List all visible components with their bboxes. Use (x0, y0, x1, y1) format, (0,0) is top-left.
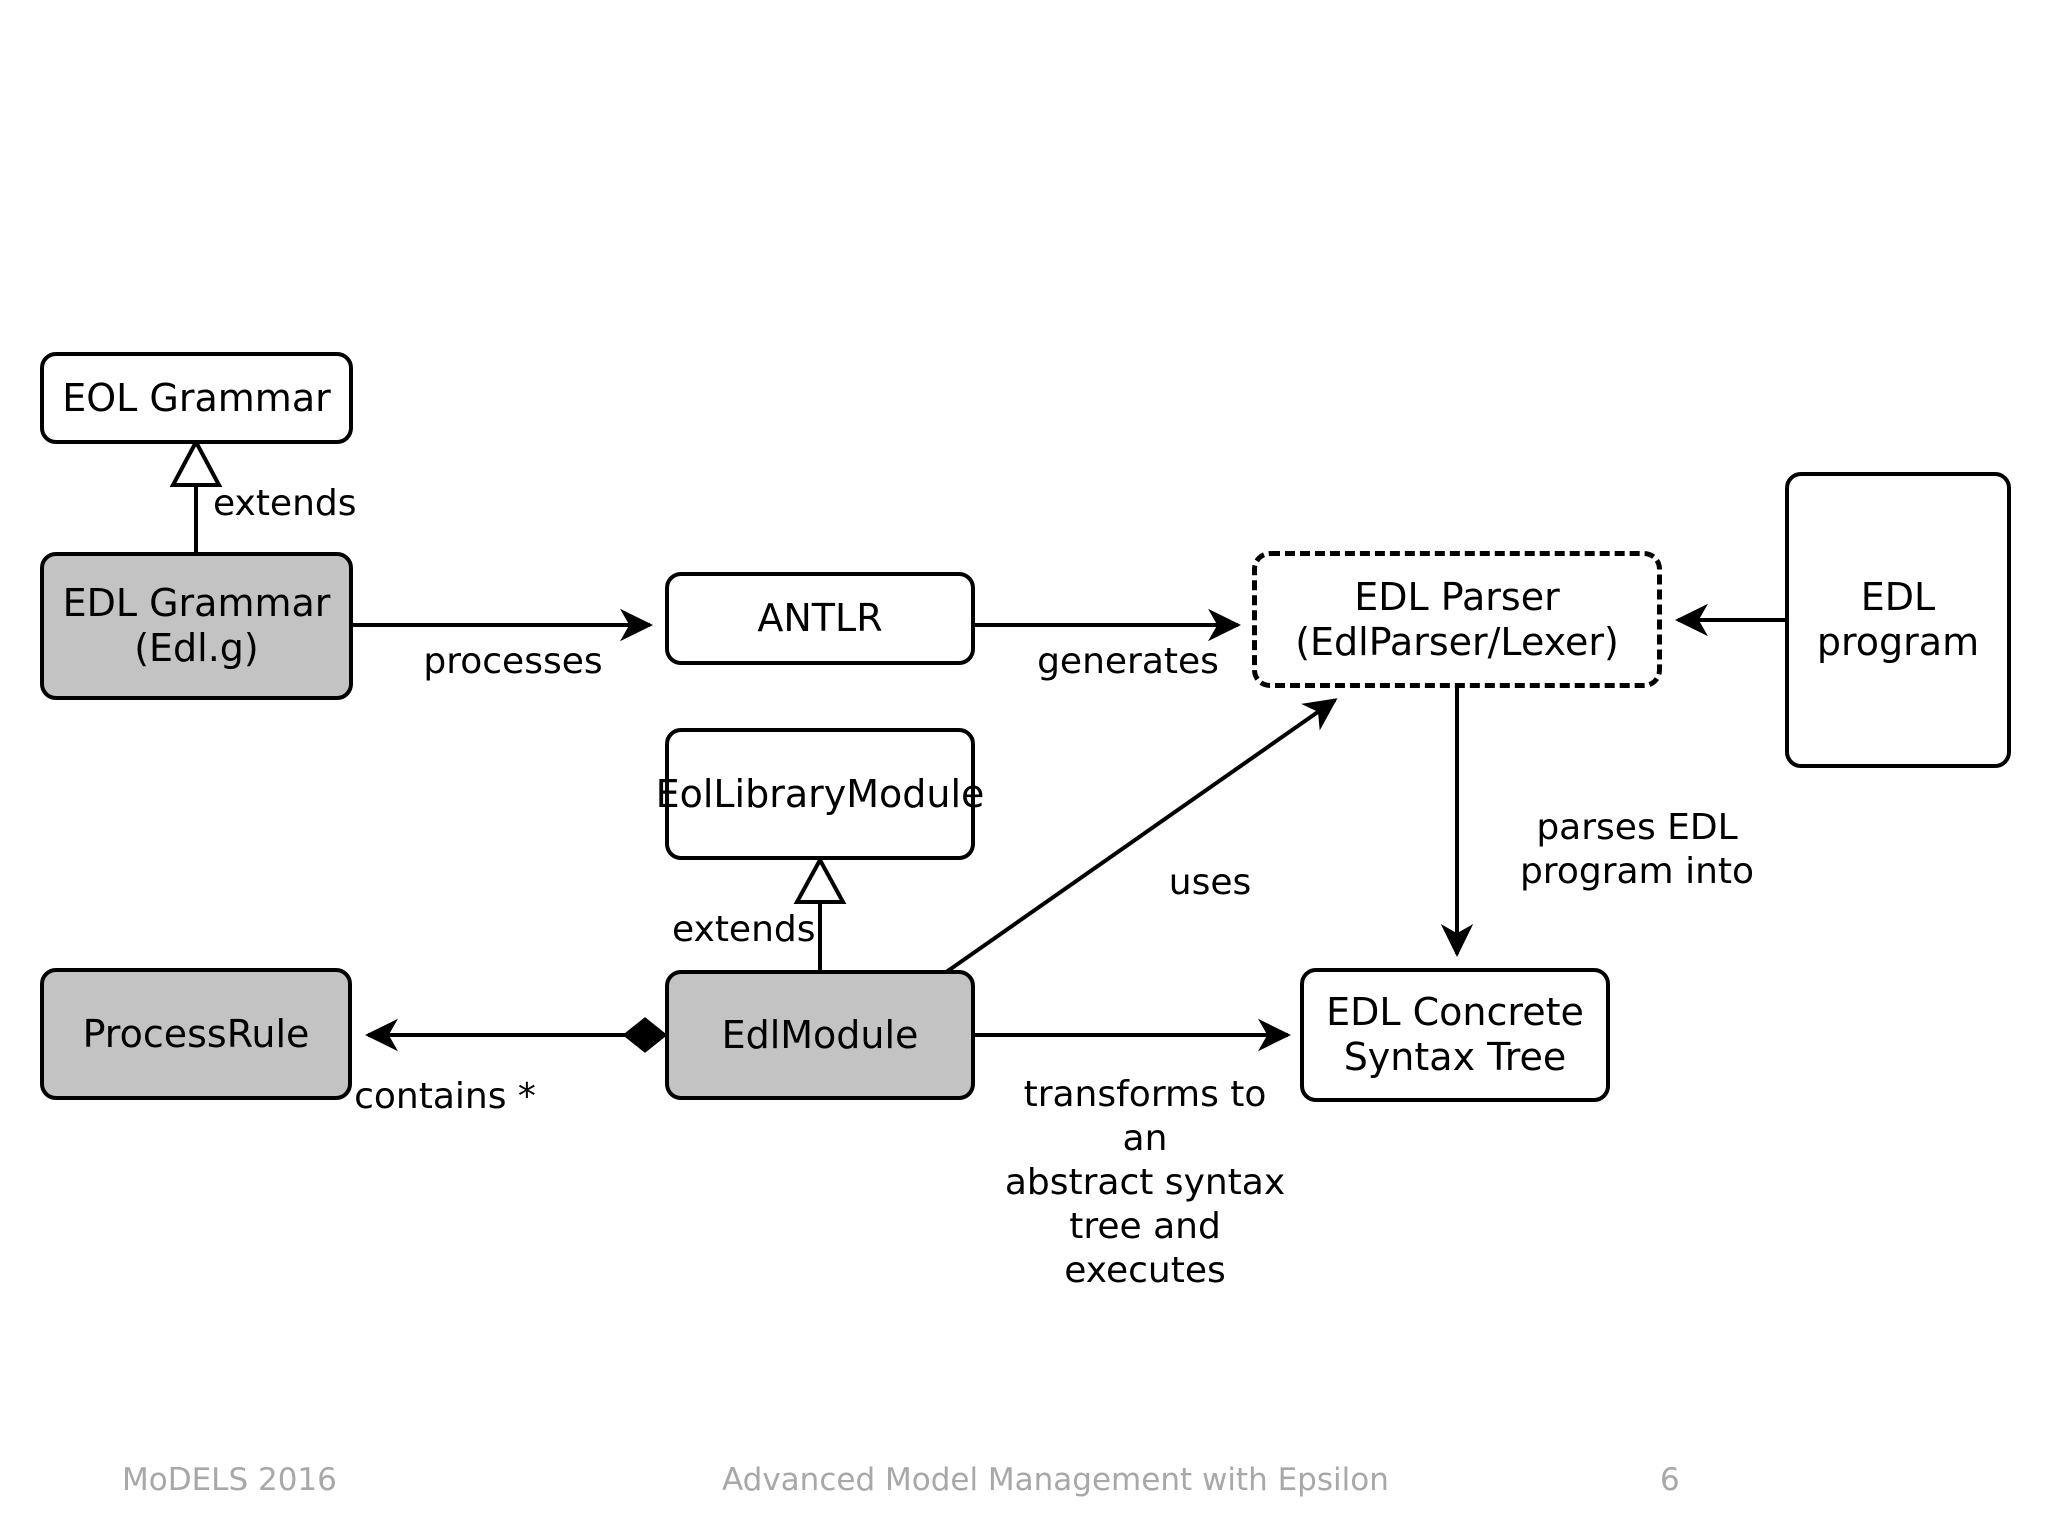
edge-contains (365, 1017, 668, 1053)
node-edl-program-label: EDL program (1816, 575, 1980, 664)
node-edl-parser[interactable]: EDL Parser (EdlParser/Lexer) (1252, 551, 1662, 688)
edge-uses (940, 698, 1338, 977)
slide-footer: MoDELS 2016 Advanced Model Management wi… (0, 1426, 2048, 1536)
edge-label-extends-module: extends (672, 909, 816, 950)
node-eol-grammar-label: EOL Grammar (62, 375, 331, 420)
node-edl-grammar-label: EDL Grammar (Edl.g) (62, 581, 331, 670)
node-process-rule[interactable]: ProcessRule (40, 968, 352, 1100)
node-edl-module-label: EdlModule (721, 1012, 919, 1057)
node-edl-grammar[interactable]: EDL Grammar (Edl.g) (40, 552, 353, 700)
edge-extends-grammar (169, 437, 223, 552)
node-eol-library-module[interactable]: EolLibraryModule (656, 728, 984, 860)
node-process-rule-label: ProcessRule (82, 1011, 310, 1056)
node-edl-parser-label: EDL Parser (EdlParser/Lexer) (1295, 574, 1619, 664)
node-eol-library-module-label: EolLibraryModule (655, 771, 985, 816)
footer-title: Advanced Model Management with Epsilon (722, 1462, 1389, 1498)
edge-label-transforms: transforms to an abstract syntax tree an… (1004, 1074, 1286, 1291)
node-edl-concrete-syntax-tree-label: EDL Concrete Syntax Tree (1326, 990, 1584, 1079)
edge-label-processes: processes (423, 641, 603, 682)
node-edl-program[interactable]: EDL program (1785, 472, 2011, 768)
edge-label-uses: uses (1168, 862, 1252, 903)
node-antlr[interactable]: ANTLR (665, 572, 975, 665)
node-edl-module[interactable]: EdlModule (665, 970, 975, 1100)
node-antlr-label: ANTLR (757, 596, 883, 641)
edge-label-extends-grammar: extends (213, 483, 357, 524)
node-edl-concrete-syntax-tree[interactable]: EDL Concrete Syntax Tree (1300, 968, 1610, 1102)
edge-label-contains: contains * (354, 1076, 536, 1117)
edge-extends-module (793, 855, 847, 970)
edge-label-parses-into: parses EDL program into (1519, 807, 1755, 892)
footer-conference: MoDELS 2016 (122, 1462, 337, 1498)
edge-label-generates: generates (1037, 641, 1219, 682)
footer-page-number: 6 (1660, 1462, 1680, 1498)
node-eol-grammar[interactable]: EOL Grammar (40, 352, 353, 444)
